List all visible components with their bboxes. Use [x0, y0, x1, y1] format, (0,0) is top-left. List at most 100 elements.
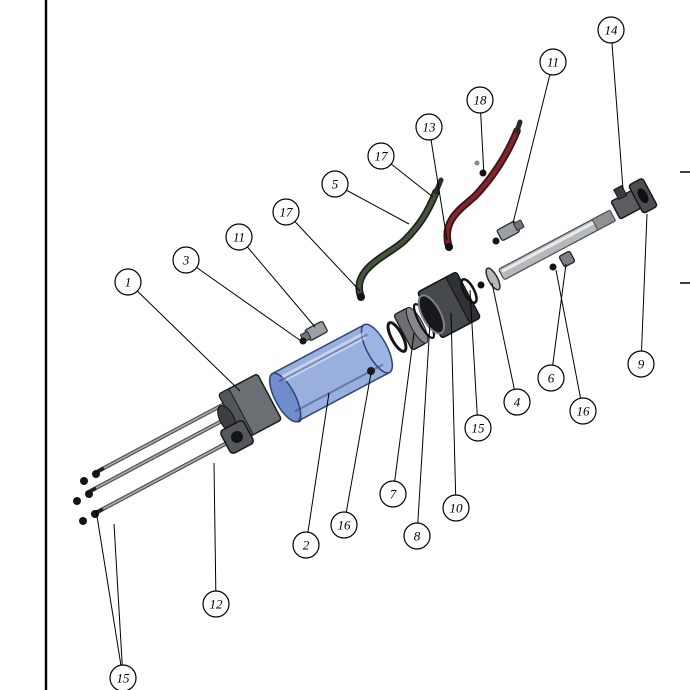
balloon-circle — [202, 590, 230, 618]
balloon-circle — [330, 511, 358, 539]
red-hose — [443, 119, 523, 251]
piston-assembly — [386, 302, 436, 353]
balloon-number: 9 — [638, 357, 645, 372]
balloon-circle — [537, 364, 565, 392]
rod-nut — [558, 250, 576, 268]
balloon-17: 17 — [367, 142, 434, 198]
balloon-12: 12 — [202, 462, 230, 618]
leader-line — [640, 213, 648, 365]
balloon-circle — [367, 142, 395, 170]
balloon-11: 11 — [512, 48, 567, 224]
rod-seal-ring — [460, 278, 478, 304]
balloon-number: 3 — [182, 253, 190, 268]
rear-clevis-eye — [220, 420, 254, 454]
leader-line — [127, 281, 241, 392]
balloon-10: 10 — [442, 312, 470, 522]
balloon-2: 2 — [292, 392, 330, 559]
leader-line — [305, 392, 330, 546]
leader-line — [343, 372, 372, 526]
port-seal-left — [299, 337, 307, 345]
balloon-number: 10 — [450, 501, 464, 516]
piston-rod — [498, 209, 617, 280]
balloon-17: 17 — [272, 198, 361, 292]
balloon-16: 16 — [330, 372, 372, 539]
balloon-circle — [415, 113, 443, 141]
balloon-13: 13 — [415, 113, 448, 241]
balloon-circle — [172, 246, 200, 274]
balloon-1: 1 — [114, 268, 241, 392]
balloon-number: 16 — [577, 404, 591, 419]
balloon-3: 3 — [172, 246, 302, 342]
balloon-number: 4 — [514, 395, 521, 410]
balloon-circle — [539, 48, 567, 76]
balloon-circle — [464, 414, 492, 442]
green-hose — [355, 177, 444, 301]
balloon-18: 18 — [466, 86, 494, 177]
leader-line — [392, 332, 415, 495]
leader-line — [95, 509, 124, 679]
leader-line — [469, 289, 479, 429]
piston — [393, 306, 429, 351]
balloon-14: 14 — [597, 16, 625, 190]
tie-rod-nuts — [73, 470, 100, 525]
balloon-16: 16 — [555, 269, 597, 425]
balloon-15: 15 — [464, 289, 492, 442]
rear-cap — [217, 374, 282, 454]
leader-line — [610, 29, 624, 190]
rod-seal-small — [549, 263, 557, 271]
balloon-number: 17 — [375, 149, 389, 164]
leader-line — [285, 211, 361, 292]
balloon-circle — [403, 522, 431, 550]
balloon-circle — [597, 16, 625, 44]
balloon-number: 7 — [390, 487, 397, 502]
balloon-9: 9 — [627, 213, 655, 378]
balloon-number: 15 — [472, 421, 486, 436]
balloon-number: 16 — [338, 518, 352, 533]
leader-line — [512, 61, 554, 224]
balloon-7: 7 — [379, 332, 415, 508]
rod-washer — [485, 267, 501, 291]
balloon-circle — [272, 198, 300, 226]
sheet-frame — [44, 0, 690, 690]
rod-clevis — [610, 178, 658, 220]
balloon-circle — [379, 480, 407, 508]
balloon-5: 5 — [321, 170, 410, 225]
balloon-number: 18 — [474, 93, 488, 108]
leader-line — [555, 269, 584, 412]
balloon-8: 8 — [403, 322, 431, 550]
balloon-circle — [442, 494, 470, 522]
balloon-4: 4 — [491, 282, 531, 416]
balloon-number: 8 — [414, 529, 421, 544]
port-fitting-right — [496, 219, 525, 241]
balloon-circle — [292, 531, 320, 559]
balloon-circle — [321, 170, 349, 198]
balloon-number: 11 — [547, 55, 559, 70]
hose-clip — [479, 169, 487, 177]
leader-line — [185, 259, 302, 342]
port-seal-right — [492, 237, 500, 245]
balloon-circle — [225, 223, 253, 251]
leader-line — [491, 282, 518, 403]
balloon-number: 11 — [233, 230, 245, 245]
balloon-number: 13 — [423, 120, 437, 135]
balloon-circle — [569, 397, 597, 425]
leader-line — [428, 126, 448, 241]
hose-clip-washer — [474, 160, 480, 166]
balloon-number: 14 — [605, 23, 619, 38]
leader-line — [238, 236, 316, 328]
balloon-circle — [627, 350, 655, 378]
rod-seals — [460, 267, 501, 304]
seal-dot — [477, 281, 485, 289]
leader-line — [416, 322, 431, 537]
leader-line — [213, 462, 217, 605]
balloon-number: 17 — [280, 205, 294, 220]
balloon-number: 15 — [117, 671, 131, 686]
leader-line — [113, 523, 124, 679]
balloon-15: 15 — [95, 509, 137, 690]
leader-line — [450, 312, 457, 509]
cushion-ring — [386, 321, 408, 353]
balloon-number: 1 — [125, 275, 132, 290]
